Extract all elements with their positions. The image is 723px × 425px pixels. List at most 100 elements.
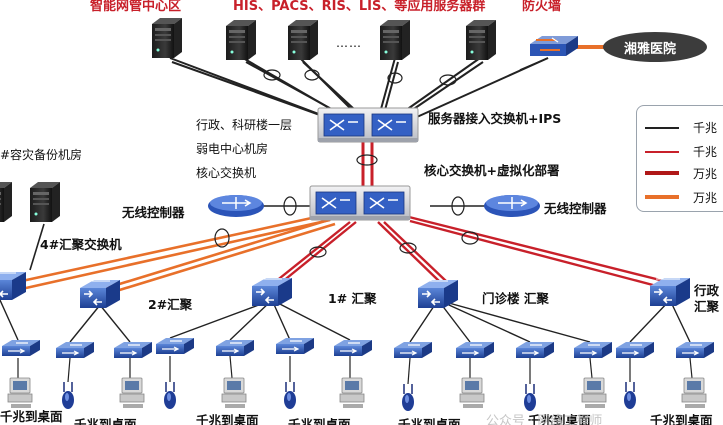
ten-gig-red-links (274, 214, 669, 291)
legend-label: 万兆 (693, 191, 718, 205)
link-bundle-ring (263, 69, 281, 81)
link-bundle-ring (304, 69, 320, 81)
firewall-link (519, 57, 549, 71)
backup-server (0, 182, 12, 222)
agg2-switch (79, 279, 121, 309)
access-switch (55, 341, 95, 359)
server-access-switch (317, 107, 419, 143)
legend-row: 万兆 (645, 190, 723, 206)
link-bundle-ring (439, 74, 457, 86)
access-switch (275, 337, 315, 355)
app-server (226, 20, 256, 60)
app-server (466, 20, 496, 60)
backup-room-label: #容灾备份机房 (0, 148, 83, 162)
desktop-label: 千兆到桌面 (398, 417, 461, 425)
desktop-pc (221, 377, 247, 409)
legend-label: 千兆 (693, 121, 718, 135)
watermark: 公众号 · 网络工程师 (486, 414, 603, 425)
desktop-label: 千兆到桌面 (0, 409, 63, 424)
backup-server (30, 182, 60, 222)
legend-row: 千兆 (645, 144, 723, 160)
access-switch (215, 339, 255, 357)
access-switch (455, 341, 495, 359)
core-switch-label: 核心交换机+虚拟化部署 (424, 163, 560, 178)
core-switch (309, 185, 411, 221)
link-bundle-ring (309, 246, 327, 258)
legend-swatch (645, 127, 679, 129)
wireless-ap (61, 381, 75, 410)
ellipsis-label: …… (336, 36, 362, 50)
wlc-right-device (484, 195, 540, 217)
firewall-label: 防火墙 (522, 0, 562, 14)
desktop-pc (339, 377, 365, 409)
firewall-device (530, 36, 578, 56)
link-bundle-ring (283, 196, 297, 216)
app-server (288, 20, 318, 60)
access-switch (615, 341, 655, 359)
legend-row: 千兆 (645, 120, 723, 136)
desktop-pc (7, 377, 33, 409)
admin-agg-label1: 行政 (694, 283, 720, 298)
legend: 千兆 千兆 万兆 万兆 (636, 105, 723, 212)
drop-links (17, 355, 693, 385)
wlc-left-device (208, 195, 264, 217)
legend-label: 千兆 (693, 145, 718, 159)
admin-agg-switch (649, 277, 691, 307)
backup-link (29, 223, 45, 271)
agg1-switch (251, 277, 293, 307)
wireless-ap (283, 381, 297, 410)
mgmt-server (152, 18, 182, 58)
cloud-label: 湘雅医院 (624, 42, 677, 57)
desktop-pc (681, 377, 707, 409)
desktop-label: 千兆到桌面 (528, 413, 591, 425)
desktop-label: 千兆到桌面 (74, 417, 137, 425)
admin-agg-label2: 汇聚 (694, 299, 720, 314)
link-bundle-ring (451, 196, 465, 216)
desktop-label: 千兆到桌面 (650, 413, 713, 425)
access-links (0, 299, 691, 343)
desktop-label: 千兆到桌面 (196, 413, 259, 425)
room-line1: 行政、科研楼一层 (196, 118, 293, 132)
link-bundle-ring (387, 72, 403, 84)
agg2-label: 2#汇聚 (148, 297, 193, 312)
desktop-pc (459, 377, 485, 409)
wireless-ap (523, 383, 537, 412)
agg4-switch (0, 271, 27, 301)
legend-swatch (645, 195, 679, 199)
server-switch-label: 服务器接入交换机+IPS (428, 111, 562, 126)
legend-swatch (645, 171, 679, 175)
server-core-link (356, 140, 378, 186)
access-switch (333, 339, 373, 357)
access-switch (393, 341, 433, 359)
cloud-shape (603, 32, 707, 62)
access-switch (675, 341, 715, 359)
clinic-agg-label: 门诊楼 汇聚 (482, 291, 549, 306)
desktop-label: 千兆到桌面 (288, 417, 351, 425)
access-switch (1, 339, 41, 357)
access-switch (515, 341, 555, 359)
wlc-left-label: 无线控制器 (122, 205, 185, 220)
wireless-ap (401, 383, 415, 412)
access-switch (155, 337, 195, 355)
agg1-label: 1# 汇聚 (328, 291, 377, 306)
legend-swatch (645, 151, 679, 153)
legend-label: 万兆 (693, 167, 718, 181)
app-server (380, 20, 410, 60)
app-servers-label: HIS、PACS、RIS、LIS、等应用服务器群 (233, 0, 486, 14)
link-bundle-ring (214, 228, 230, 248)
desktop-pc (581, 377, 607, 409)
legend-row: 万兆 (645, 166, 723, 182)
access-switch (113, 341, 153, 359)
link-bundle-ring (399, 242, 417, 254)
wireless-ap (163, 381, 177, 410)
room-line2: 弱电中心机房 (196, 142, 269, 156)
wlc-right-label: 无线控制器 (544, 201, 607, 216)
room-line3: 核心交换机 (196, 166, 257, 180)
access-switch (573, 341, 613, 359)
ten-gig-orange-links (7, 212, 336, 298)
mgmt-center-label: 智能网管中心区 (90, 0, 182, 14)
link-bundle-ring (461, 231, 479, 245)
agg4-label: 4#汇聚交换机 (40, 237, 122, 252)
